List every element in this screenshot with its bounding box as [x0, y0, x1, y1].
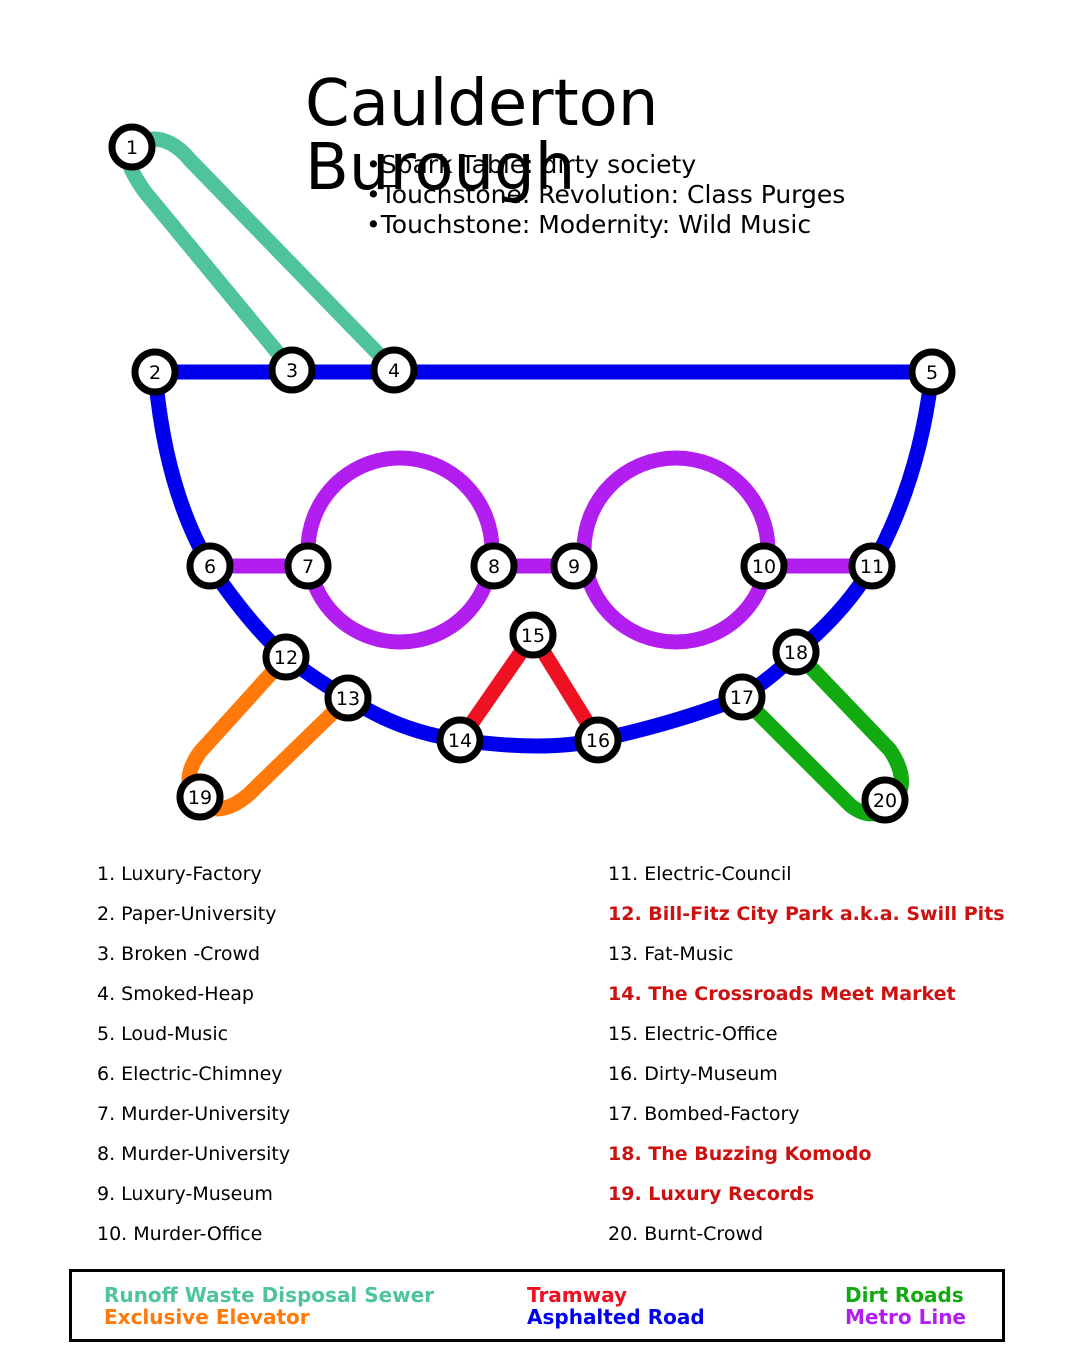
- station-11: 11: [848, 542, 896, 590]
- station-8: 8: [470, 542, 518, 590]
- station-marker: [718, 673, 766, 721]
- station-marker: [740, 542, 788, 590]
- location-item-highlighted: 18. The Buzzing Komodo: [608, 1143, 872, 1165]
- metro-loop-left: [300, 450, 500, 650]
- station-marker: [131, 348, 179, 396]
- station-number: 11: [860, 556, 884, 578]
- legend-elevator: Exclusive Elevator: [104, 1305, 310, 1329]
- station-marker: [284, 542, 332, 590]
- station-marker: [436, 716, 484, 764]
- location-item: 1. Luxury-Factory: [97, 863, 262, 885]
- station-number: 10: [752, 556, 776, 578]
- location-item: 11. Electric-Council: [608, 863, 792, 885]
- station-marker: [550, 542, 598, 590]
- station-marker: [772, 628, 820, 676]
- bullet-modernity: Touchstone: Modernity: Wild Music: [366, 210, 845, 240]
- station-12: 12: [262, 633, 310, 681]
- station-number: 18: [784, 642, 808, 664]
- station-number: 3: [286, 360, 298, 382]
- station-7: 7: [284, 542, 332, 590]
- station-4: 4: [370, 346, 418, 394]
- station-16: 16: [574, 716, 622, 764]
- station-1: 1: [108, 123, 156, 171]
- location-item: 8. Murder-University: [97, 1143, 291, 1165]
- station-number: 12: [274, 647, 298, 669]
- station-marker: [268, 346, 316, 394]
- station-17: 17: [718, 673, 766, 721]
- station-number: 19: [188, 787, 212, 809]
- station-number: 17: [730, 687, 754, 709]
- location-item: 20. Burnt-Crowd: [608, 1223, 764, 1245]
- location-item: 16. Dirty-Museum: [608, 1063, 778, 1085]
- station-6: 6: [186, 542, 234, 590]
- station-number: 20: [873, 790, 897, 812]
- location-item: 13. Fat-Music: [608, 943, 734, 965]
- station-20: 20: [861, 776, 909, 824]
- legend-tram: Tramway: [527, 1283, 628, 1307]
- station-19: 19: [176, 773, 224, 821]
- station-marker: [509, 611, 557, 659]
- location-item: 10. Murder-Office: [97, 1223, 263, 1245]
- station-3: 3: [268, 346, 316, 394]
- station-marker: [176, 773, 224, 821]
- location-item: 5. Loud-Music: [97, 1023, 229, 1045]
- station-number: 15: [521, 625, 545, 647]
- bullet-revolution: Touchstone: Revolution: Class Purges: [366, 180, 846, 210]
- asphalt-bowl: [147, 364, 940, 754]
- legend-metro: Metro Line: [845, 1305, 966, 1329]
- station-marker: [186, 542, 234, 590]
- station-marker: [908, 348, 956, 396]
- location-item: 2. Paper-University: [97, 903, 277, 925]
- station-number: 8: [488, 556, 500, 578]
- legend-sewer: Runoff Waste Disposal Sewer: [104, 1283, 435, 1307]
- location-item-highlighted: 12. Bill-Fitz City Park a.k.a. Swill Pit…: [608, 903, 1005, 925]
- legend-dirt: Dirt Roads: [845, 1283, 964, 1307]
- location-item: 3. Broken -Crowd: [97, 943, 261, 965]
- station-15: 15: [509, 611, 557, 659]
- station-number: 4: [388, 360, 400, 382]
- station-number: 9: [568, 556, 580, 578]
- station-14: 14: [436, 716, 484, 764]
- station-18: 18: [772, 628, 820, 676]
- location-list-left: 1. Luxury-Factory 2. Paper-University 3.…: [97, 858, 290, 1258]
- location-list-right: 11. Electric-Council 12. Bill-Fitz City …: [608, 858, 1005, 1258]
- location-item: 6. Electric-Chimney: [97, 1063, 283, 1085]
- station-number: 6: [204, 556, 216, 578]
- station-number: 2: [149, 362, 161, 384]
- station-marker: [370, 346, 418, 394]
- legend-asphalt: Asphalted Road: [527, 1305, 705, 1329]
- station-number: 1: [126, 137, 138, 159]
- bullet-spark-table: Spark Table: dirty society: [366, 150, 845, 180]
- station-marker: [848, 542, 896, 590]
- station-number: 13: [336, 688, 360, 710]
- station-marker: [574, 716, 622, 764]
- station-13: 13: [324, 674, 372, 722]
- station-2: 2: [131, 348, 179, 396]
- location-item-highlighted: 19. Luxury Records: [608, 1183, 815, 1205]
- location-item: 15. Electric-Office: [608, 1023, 778, 1045]
- station-number: 7: [302, 556, 314, 578]
- station-9: 9: [550, 542, 598, 590]
- station-number: 5: [926, 362, 938, 384]
- touchstone-list: Spark Table: dirty society Touchstone: R…: [366, 150, 846, 240]
- station-5: 5: [908, 348, 956, 396]
- station-number: 14: [448, 730, 472, 752]
- location-item: 9. Luxury-Museum: [97, 1183, 273, 1205]
- location-item: 7. Murder-University: [97, 1103, 291, 1125]
- line-legend: Runoff Waste Disposal Sewer Exclusive El…: [69, 1269, 1005, 1342]
- station-marker: [861, 776, 909, 824]
- location-item-highlighted: 14. The Crossroads Meet Market: [608, 983, 956, 1005]
- station-marker: [262, 633, 310, 681]
- location-item: 17. Bombed-Factory: [608, 1103, 800, 1125]
- metro-loop-right: [576, 450, 776, 650]
- station-number: 16: [586, 730, 610, 752]
- station-10: 10: [740, 542, 788, 590]
- station-marker: [108, 123, 156, 171]
- station-marker: [324, 674, 372, 722]
- station-marker: [470, 542, 518, 590]
- location-item: 4. Smoked-Heap: [97, 983, 254, 1005]
